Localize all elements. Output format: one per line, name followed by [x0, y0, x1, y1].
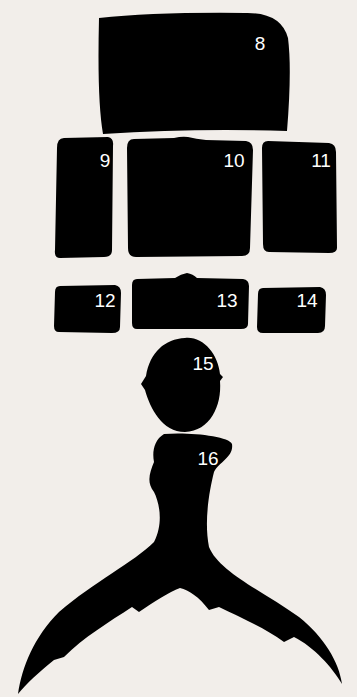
- silhouette-fill: [257, 287, 326, 333]
- silhouette-fill: [127, 137, 253, 257]
- silhouette-outline: [95, 10, 293, 136]
- silhouette-outline: [140, 336, 224, 434]
- callout-number: 9: [100, 151, 111, 170]
- part-silhouette: 11: [261, 140, 338, 254]
- part-silhouette: 9: [54, 136, 114, 258]
- part-silhouette: 8: [95, 10, 293, 136]
- callout-number: 12: [94, 291, 115, 310]
- silhouette-fill: [55, 137, 113, 258]
- callout-number: 13: [216, 291, 237, 310]
- callout-number: 10: [223, 151, 244, 170]
- part-silhouette: 14: [256, 286, 327, 334]
- part-silhouette: 15: [140, 336, 224, 434]
- silhouette-fill: [18, 433, 342, 694]
- part-silhouette: 16: [14, 432, 344, 696]
- silhouette-fill: [132, 273, 249, 329]
- part-silhouette: 13: [131, 272, 250, 330]
- silhouette-outline: [14, 432, 344, 696]
- callout-number: 15: [192, 354, 213, 373]
- callout-number: 8: [255, 34, 266, 53]
- part-silhouette: 10: [126, 136, 254, 258]
- silhouette-fill: [54, 285, 121, 333]
- silhouette-fill: [99, 13, 290, 134]
- silhouette-fill: [141, 338, 223, 432]
- part-silhouette: 12: [53, 284, 122, 334]
- callout-number: 16: [197, 449, 218, 468]
- silhouette-fill: [262, 141, 337, 253]
- callout-number: 14: [296, 291, 317, 310]
- callout-number: 11: [311, 151, 331, 170]
